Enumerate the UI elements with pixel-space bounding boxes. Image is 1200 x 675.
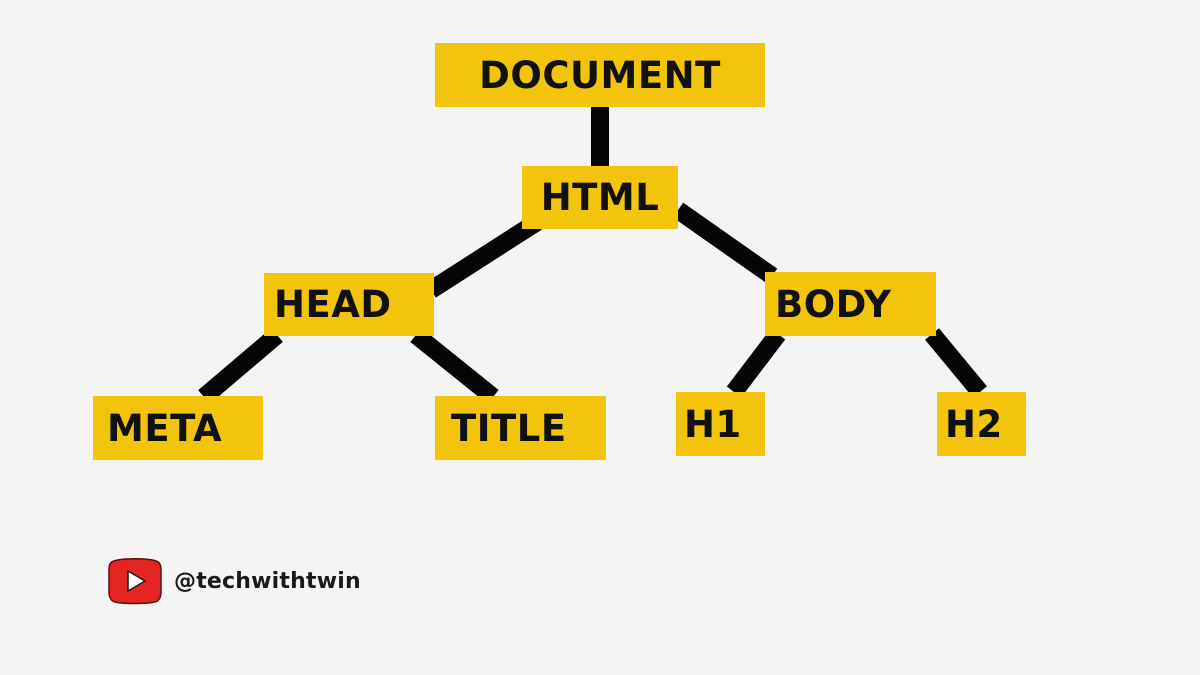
node-body: BODY xyxy=(765,272,936,336)
edge-head-meta xyxy=(198,328,283,404)
youtube-icon xyxy=(108,558,162,605)
edge-head-title xyxy=(410,327,499,405)
edge-html-head xyxy=(426,214,542,298)
edge-body-h1 xyxy=(726,328,786,398)
channel-handle: @techwithtwin xyxy=(174,568,361,594)
node-h1: H1 xyxy=(676,392,765,456)
edge-body-h2 xyxy=(925,328,987,398)
node-head: HEAD xyxy=(264,273,434,336)
node-html: HTML xyxy=(522,166,678,229)
node-h2: H2 xyxy=(937,392,1026,456)
edge-html-body xyxy=(672,202,778,284)
node-meta: META xyxy=(93,396,263,460)
node-document: DOCUMENT xyxy=(435,43,765,107)
channel-credit: @techwithtwin xyxy=(108,556,361,606)
node-title: TITLE xyxy=(435,396,606,460)
